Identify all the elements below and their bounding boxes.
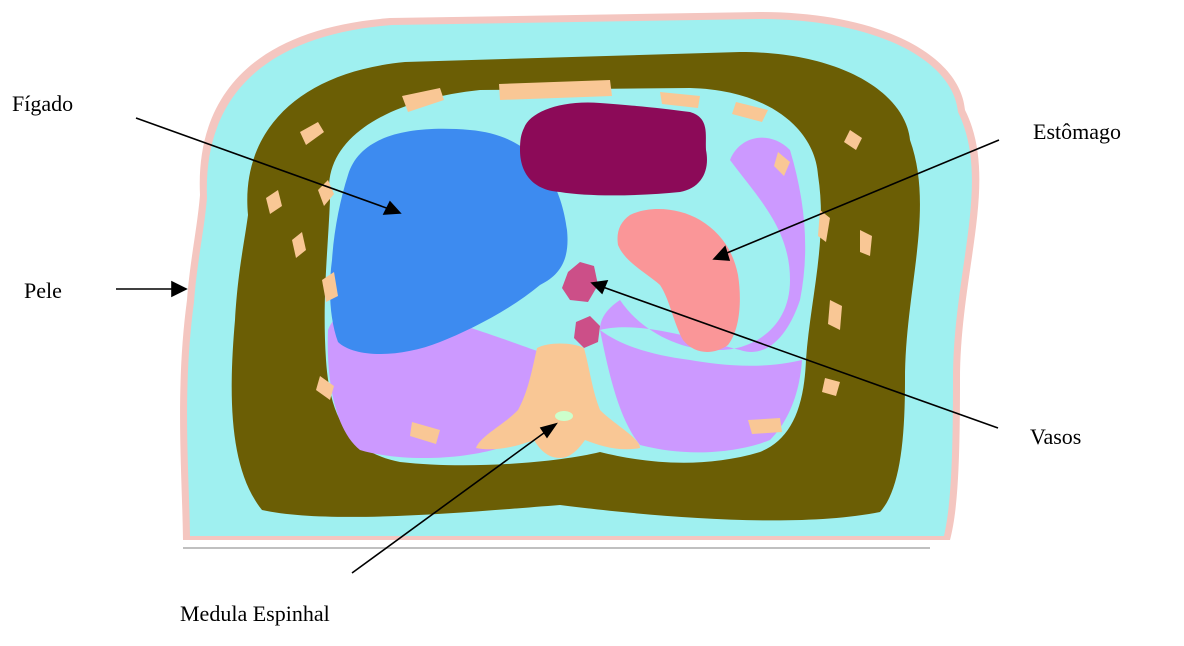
- arrowhead-pele: [172, 282, 186, 296]
- label-figado: Fígado: [12, 93, 73, 115]
- label-medula-espinhal: Medula Espinhal: [180, 603, 330, 625]
- spinal-cord: [555, 411, 573, 421]
- rib: [748, 418, 782, 434]
- dark-organ: [520, 103, 707, 196]
- label-estomago: Estômago: [1033, 121, 1121, 143]
- label-pele: Pele: [24, 280, 62, 302]
- label-vasos: Vasos: [1030, 426, 1081, 448]
